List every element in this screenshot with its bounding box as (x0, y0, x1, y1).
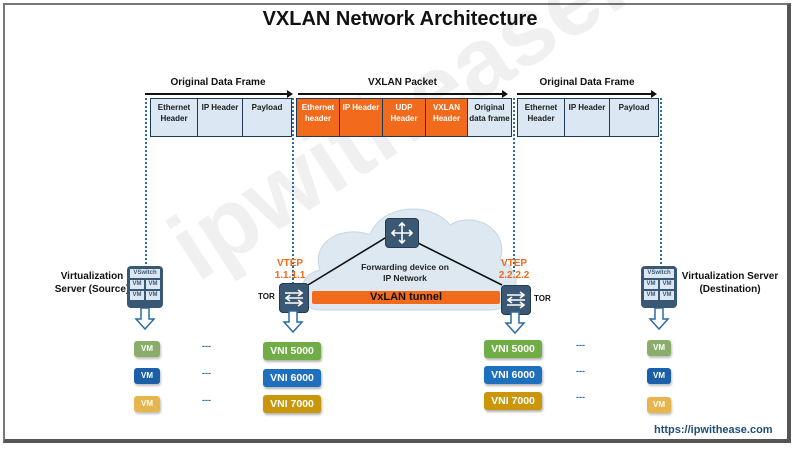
right-frame-headers: Ethernet Header IP Header Payload (517, 98, 659, 137)
header-cell: Original data frame (468, 99, 511, 136)
vni-5000-left[interactable]: VNI 5000 (263, 342, 321, 360)
vxlan-packet-arrow (298, 90, 508, 98)
link-dash: --- (576, 392, 585, 402)
diagram-title: VXLAN Network Architecture (262, 8, 538, 30)
down-arrow-icon (504, 311, 526, 335)
vm-blue[interactable]: VM (647, 368, 671, 384)
header-cell: IP Header (565, 99, 610, 136)
right-frame-label: Original Data Frame (539, 77, 635, 88)
vxlan-packet-label: VXLAN Packet (368, 77, 437, 88)
vtep-label: VTEP (276, 258, 304, 269)
header-cell: VXLAN Header (426, 99, 468, 136)
tor-switch-left-icon[interactable] (279, 283, 309, 313)
vtep-right-label: VTEP 2.2.2.2 (494, 258, 534, 282)
down-arrow-icon (648, 307, 670, 331)
source-server-label: Virtualization Server (Source) (54, 271, 130, 295)
vm-green[interactable]: VM (134, 341, 160, 357)
vni-7000-left[interactable]: VNI 7000 (263, 395, 321, 413)
server-vm: VM (660, 280, 674, 289)
vxlan-tunnel: VxLAN tunnel (312, 291, 500, 304)
left-frame-label: Original Data Frame (170, 77, 266, 88)
dotted-line (145, 98, 147, 268)
left-frame-arrow (145, 90, 293, 98)
header-cell: IP Header (198, 99, 243, 136)
vswitch: VSwitch (130, 269, 160, 278)
server-vm: VM (644, 291, 658, 300)
vni-6000-right[interactable]: VNI 6000 (484, 366, 542, 384)
vtep-label: VTEP (500, 258, 528, 269)
tor-right-label: TOR (534, 294, 551, 303)
header-cell: Ethernet Header (151, 99, 198, 136)
ip-network-cloud (300, 208, 517, 311)
header-cell: Ethernet header (297, 99, 340, 136)
link-dash: --- (576, 340, 585, 350)
header-cell: IP Header (340, 99, 383, 136)
vni-7000-right[interactable]: VNI 7000 (484, 392, 542, 410)
server-vm: VM (130, 280, 144, 289)
forwarding-device-label: Forwarding device on IP Network (361, 262, 449, 283)
link-dash: --- (202, 395, 211, 405)
header-cell: Payload (243, 99, 291, 136)
vni-6000-left[interactable]: VNI 6000 (263, 369, 321, 387)
vtep-ip: 2.2.2.2 (498, 270, 530, 281)
link-dash: --- (202, 341, 211, 351)
link-dash: --- (202, 368, 211, 378)
router-icon (385, 218, 419, 248)
vm-blue[interactable]: VM (134, 368, 160, 384)
header-cell: UDP Header (383, 99, 426, 136)
server-vm: VM (146, 280, 160, 289)
dotted-line (292, 98, 294, 288)
down-arrow-icon (134, 307, 156, 331)
header-cell: Ethernet Header (518, 99, 565, 136)
vni-5000-right[interactable]: VNI 5000 (484, 340, 542, 358)
tor-switch-right-icon[interactable] (501, 285, 531, 315)
destination-server-label: Virtualization Server (Destination) (681, 271, 779, 295)
dotted-line (513, 98, 515, 288)
down-arrow-icon (282, 310, 304, 334)
link-dash: --- (576, 366, 585, 376)
tor-left-label: TOR (258, 292, 275, 301)
source-server[interactable]: VSwitch VM VM VM VM (127, 266, 163, 308)
vm-yellow[interactable]: VM (134, 396, 160, 412)
right-frame-arrow (517, 90, 657, 98)
destination-server[interactable]: VSwitch VM VM VM VM (641, 266, 677, 308)
header-cell: Payload (610, 99, 658, 136)
vswitch: VSwitch (644, 269, 674, 278)
dotted-line (660, 98, 662, 268)
server-vm: VM (146, 291, 160, 300)
vxlan-packet-headers: Ethernet header IP Header UDP Header VXL… (296, 98, 512, 137)
vtep-left-label: VTEP 1.1.1.1 (270, 258, 310, 282)
server-vm: VM (130, 291, 144, 300)
left-frame-headers: Ethernet Header IP Header Payload (150, 98, 292, 137)
footer-url[interactable]: https://ipwithease.com (654, 424, 773, 436)
server-vm: VM (644, 280, 658, 289)
vm-yellow[interactable]: VM (647, 397, 671, 413)
vm-green[interactable]: VM (647, 340, 671, 356)
vtep-ip: 1.1.1.1 (274, 270, 306, 281)
server-vm: VM (660, 291, 674, 300)
